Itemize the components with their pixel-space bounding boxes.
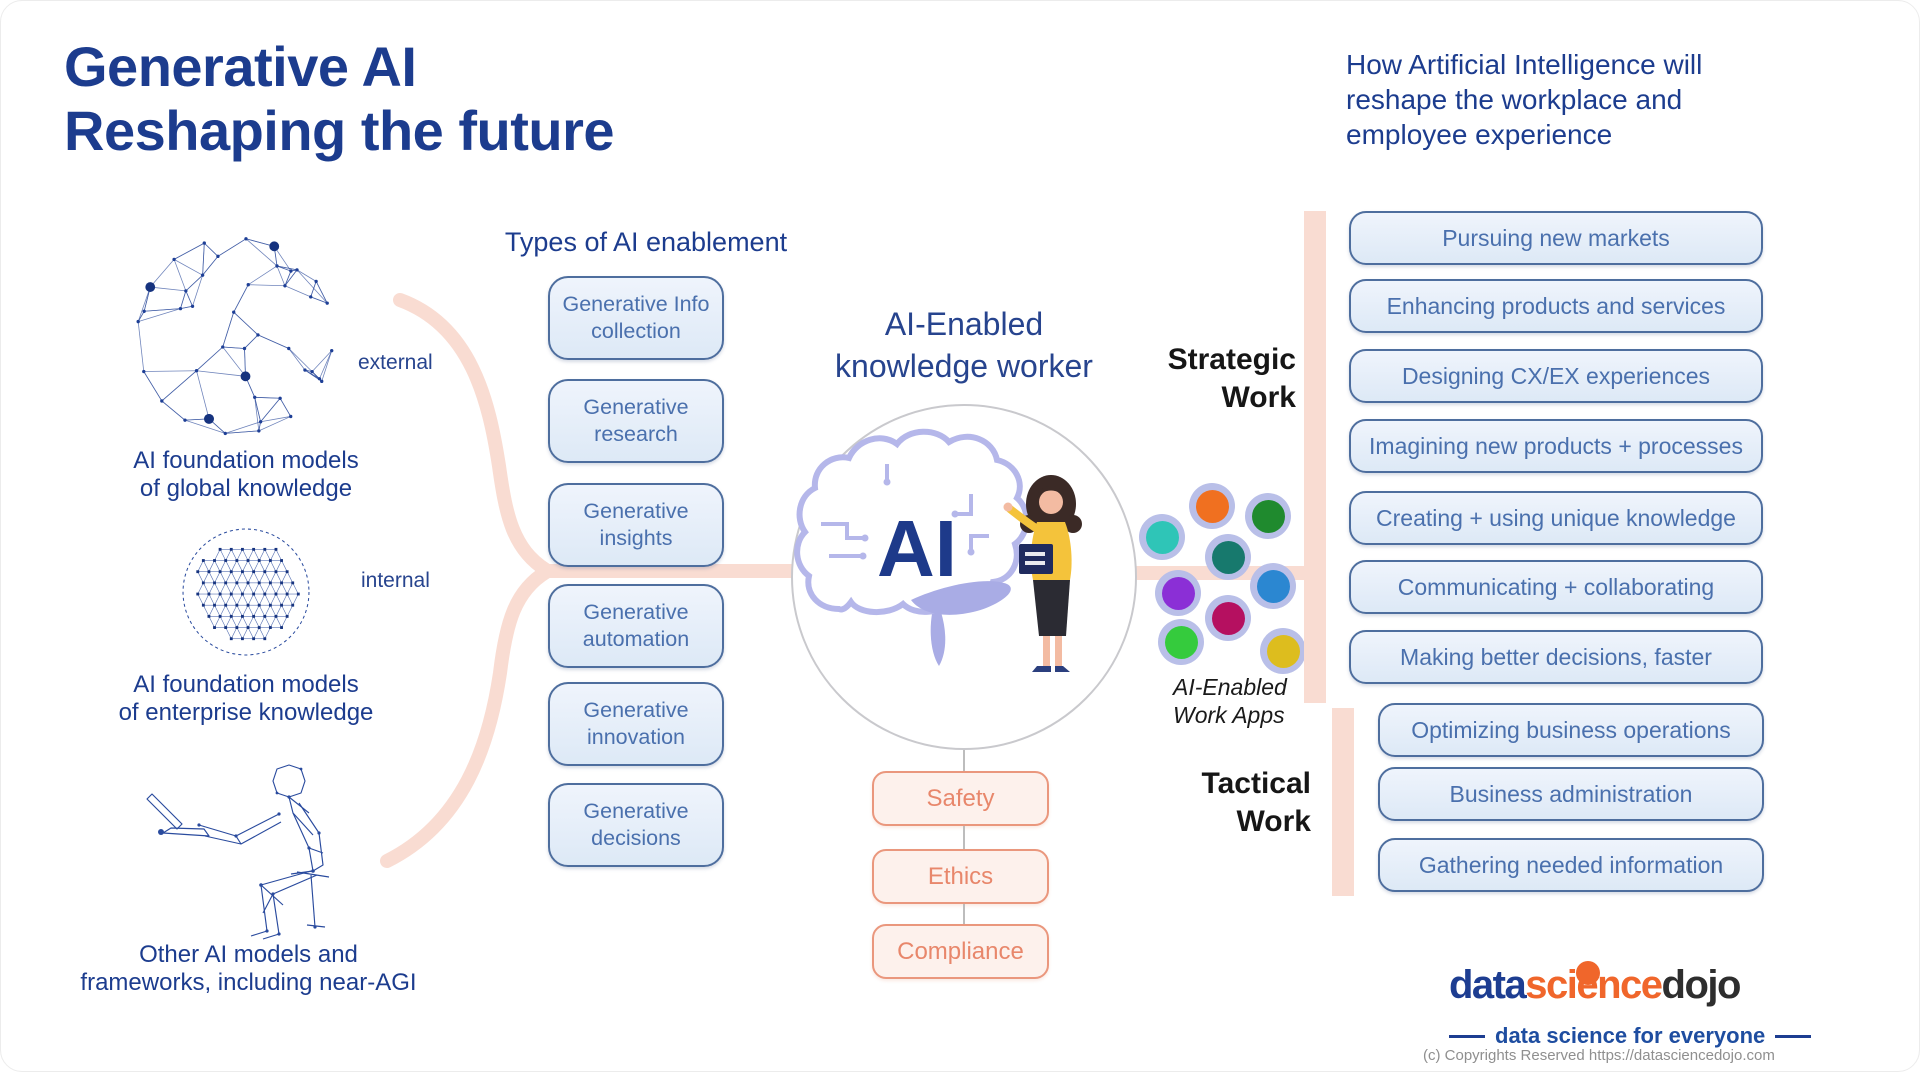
internal-tag: internal [361, 569, 430, 592]
governance-box-compliance: Compliance [872, 924, 1049, 979]
work-item-box: Enhancing products and services [1349, 279, 1763, 333]
brand-logo: datasciencedojo [1449, 959, 1742, 1011]
brain-stem [930, 612, 946, 666]
work-item-box: Designing CX/EX experiences [1349, 349, 1763, 403]
tactical-work-label: Tactical Work [1201, 767, 1312, 839]
work-app-dot [1245, 493, 1291, 539]
work-item-box: Communicating + collaborating [1349, 560, 1763, 614]
strategic-work-label: Strategic Work [1167, 343, 1296, 415]
work-item-box: Gathering needed information [1378, 838, 1764, 892]
logo-data: data [1449, 963, 1527, 1007]
brain-lobe [911, 581, 1011, 615]
brand-tagline-row: data science for everyone [1449, 1023, 1812, 1049]
tagline-dash [1449, 1034, 1485, 1038]
global-models-caption: AI foundation models of global knowledge [133, 447, 359, 503]
tactical-work-bar [1332, 708, 1354, 896]
brain-outline [794, 428, 1030, 615]
page-title-line2: Reshaping the future [64, 98, 615, 162]
governance-box-ethics: Ethics [872, 849, 1049, 904]
work-app-dot [1158, 619, 1204, 665]
external-tag: external [358, 351, 433, 374]
work-item-box: Business administration [1378, 767, 1764, 821]
wireframe-person-illustration [146, 764, 330, 940]
brand-tagline: data science for everyone [1495, 1023, 1766, 1048]
work-app-dot [1260, 628, 1306, 674]
other-models-caption: Other AI models and frameworks, includin… [80, 941, 417, 997]
worker-figure [1003, 475, 1082, 672]
page-title: Generative AI Reshaping the future [64, 35, 615, 163]
tagline-dash [1775, 1034, 1812, 1038]
ai-label: AI [877, 504, 957, 593]
work-app-dot [1189, 483, 1235, 529]
work-item-box: Making better decisions, faster [1349, 630, 1763, 684]
page-title-line1: Generative AI [64, 35, 417, 98]
work-app-dot [1205, 534, 1251, 580]
circuit-lines [821, 464, 989, 558]
copyright-line: (c) Copyrights Reserved https://datascie… [1423, 1047, 1775, 1064]
logo-dojo: dojo [1661, 963, 1742, 1007]
global-network-sphere-illustration [136, 237, 334, 436]
governance-connector [963, 750, 965, 771]
work-item-box: Imagining new products + processes [1349, 419, 1763, 473]
strategic-work-bar [1304, 211, 1326, 703]
knowledge-worker-heading: AI-Enabled knowledge worker [835, 306, 1093, 384]
logo-person-head-icon [1576, 961, 1600, 985]
governance-connector [963, 904, 965, 924]
work-apps-cluster [1139, 471, 1311, 681]
work-item-box: Pursuing new markets [1349, 211, 1763, 265]
right-section-header: How Artificial Intelligence will reshape… [1346, 49, 1703, 150]
work-item-box: Creating + using unique knowledge [1349, 491, 1763, 545]
work-app-dot [1139, 514, 1185, 560]
ai-brain-and-worker-illustration: AI [794, 428, 1082, 672]
enablement-header: Types of AI enablement [504, 227, 788, 257]
work-app-dot [1205, 595, 1251, 641]
work-app-dot [1155, 570, 1201, 616]
governance-connector [963, 826, 965, 849]
enterprise-models-caption: AI foundation models of enterprise knowl… [118, 671, 374, 727]
enterprise-globe-illustration [182, 528, 310, 656]
work-apps-label: AI-Enabled Work Apps [1173, 674, 1287, 729]
governance-box-safety: Safety [872, 771, 1049, 826]
work-item-box: Optimizing business operations [1378, 703, 1764, 757]
work-app-dot [1250, 563, 1296, 609]
